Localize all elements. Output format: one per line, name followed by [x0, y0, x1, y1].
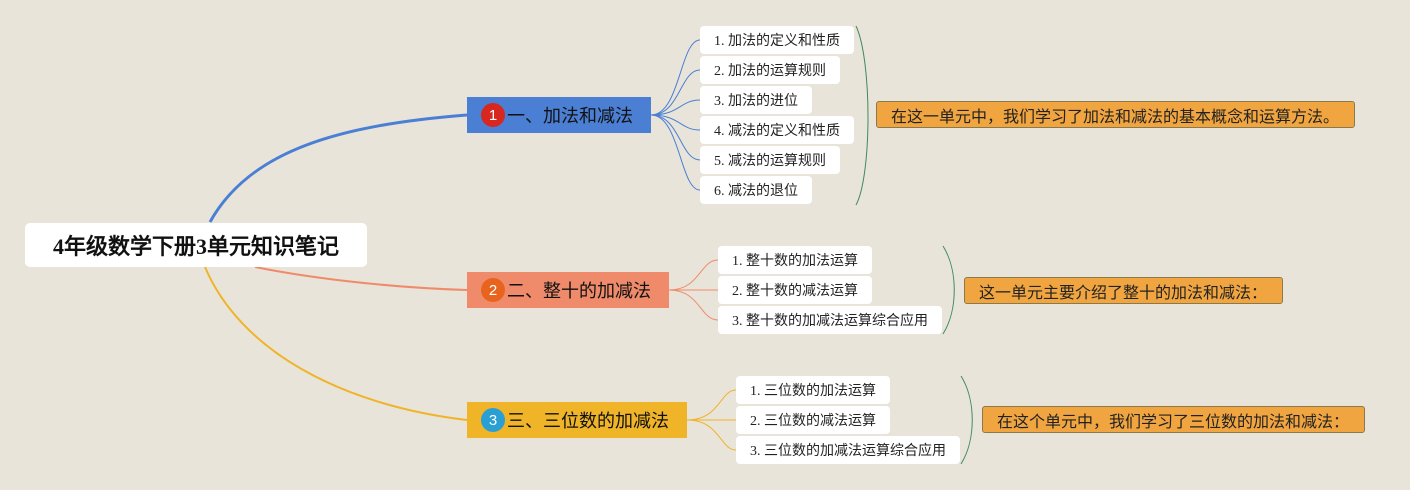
branch-label: 一、加法和减法 [507, 106, 633, 126]
leaf-item[interactable]: 2. 加法的运算规则 [700, 56, 840, 84]
number-badge: 2 [481, 278, 505, 302]
summary-text: 这一单元主要介绍了整十的加法和减法： [979, 284, 1268, 302]
branch-addition-subtraction[interactable]: 1 一、加法和减法 [467, 97, 651, 133]
number-badge: 1 [481, 103, 505, 127]
branch-label: 二、整十的加减法 [507, 281, 651, 301]
leaf-item[interactable]: 4. 减法的定义和性质 [700, 116, 854, 144]
leaf-label: 2. 整十数的减法运算 [732, 284, 858, 299]
branch-label: 三、三位数的加减法 [507, 411, 669, 431]
leaf-label: 3. 加法的进位 [714, 94, 798, 109]
summary-text: 在这一单元中，我们学习了加法和减法的基本概念和运算方法。 [891, 108, 1340, 126]
summary-text: 在这个单元中，我们学习了三位数的加法和减法： [997, 413, 1350, 431]
leaf-item[interactable]: 3. 三位数的加减法运算综合应用 [736, 436, 960, 464]
leaf-label: 2. 三位数的减法运算 [750, 414, 876, 429]
leaf-label: 1. 加法的定义和性质 [714, 34, 840, 49]
leaf-label: 1. 三位数的加法运算 [750, 384, 876, 399]
leaf-item[interactable]: 1. 加法的定义和性质 [700, 26, 854, 54]
root-title: 4年级数学下册3单元知识笔记 [52, 234, 339, 259]
leaf-item[interactable]: 1. 整十数的加法运算 [718, 246, 872, 274]
leaf-item[interactable]: 2. 整十数的减法运算 [718, 276, 872, 304]
leaf-item[interactable]: 1. 三位数的加法运算 [736, 376, 890, 404]
leaf-item[interactable]: 6. 减法的退位 [700, 176, 812, 204]
root-topic[interactable]: 4年级数学下册3单元知识笔记 [25, 223, 367, 267]
leaf-label: 5. 减法的运算规则 [714, 154, 826, 169]
leaf-label: 3. 整十数的加减法运算综合应用 [732, 314, 928, 329]
leaf-label: 1. 整十数的加法运算 [732, 254, 858, 269]
leaf-label: 4. 减法的定义和性质 [714, 124, 840, 139]
branch-three-digit[interactable]: 3 三、三位数的加减法 [467, 402, 687, 438]
leaf-item[interactable]: 2. 三位数的减法运算 [736, 406, 890, 434]
leaf-label: 6. 减法的退位 [714, 184, 798, 199]
summary-box[interactable]: 这一单元主要介绍了整十的加法和减法： [964, 277, 1283, 304]
number-badge: 3 [481, 408, 505, 432]
leaf-label: 2. 加法的运算规则 [714, 64, 826, 79]
branch-whole-tens[interactable]: 2 二、整十的加减法 [467, 272, 669, 308]
leaf-item[interactable]: 3. 整十数的加减法运算综合应用 [718, 306, 942, 334]
leaf-item[interactable]: 3. 加法的进位 [700, 86, 812, 114]
leaf-item[interactable]: 5. 减法的运算规则 [700, 146, 840, 174]
summary-box[interactable]: 在这一单元中，我们学习了加法和减法的基本概念和运算方法。 [876, 101, 1355, 128]
summary-box[interactable]: 在这个单元中，我们学习了三位数的加法和减法： [982, 406, 1365, 433]
leaf-label: 3. 三位数的加减法运算综合应用 [750, 444, 946, 459]
